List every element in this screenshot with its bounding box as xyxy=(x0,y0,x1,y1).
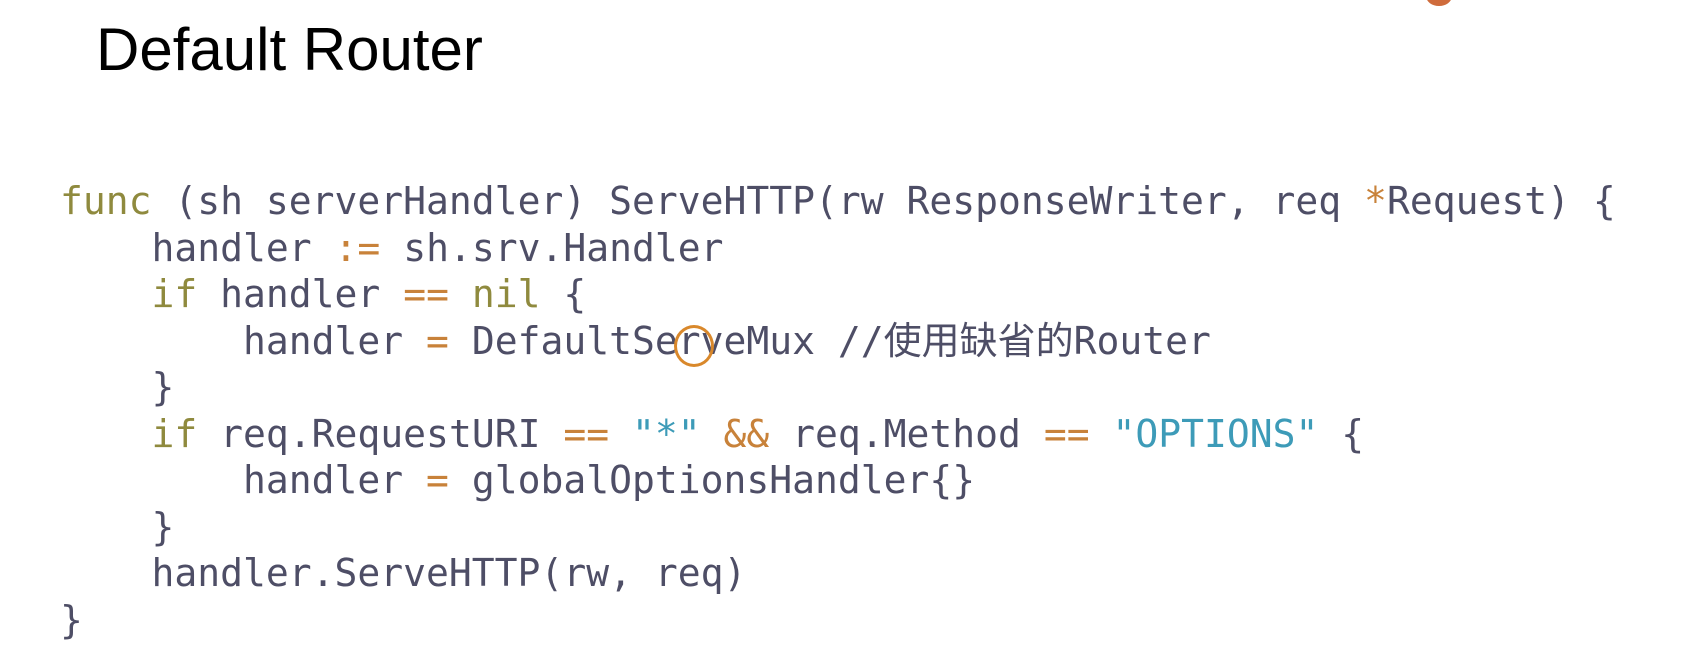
code-line: } xyxy=(60,597,1616,644)
code-token: == xyxy=(563,411,610,456)
code-line: handler.ServeHTTP(rw, req) xyxy=(60,550,1616,597)
code-line: } xyxy=(60,364,1616,411)
code-token: { xyxy=(540,272,587,316)
code-line: func (sh serverHandler) ServeHTTP(rw Res… xyxy=(60,178,1616,225)
code-line: } xyxy=(60,504,1616,551)
code-token: { xyxy=(1318,411,1365,456)
code-block: func (sh serverHandler) ServeHTTP(rw Res… xyxy=(60,178,1616,643)
code-token: if xyxy=(151,272,198,316)
code-token: && xyxy=(723,411,770,456)
code-token: handler xyxy=(60,225,335,270)
code-token xyxy=(449,272,472,316)
code-token: = xyxy=(426,458,449,502)
code-token xyxy=(60,412,152,456)
code-token: := xyxy=(334,225,381,270)
code-token: "*" xyxy=(631,411,701,456)
code-token: DefaultServeMux //使用缺省的Router xyxy=(448,318,1211,363)
code-token: = xyxy=(426,318,449,363)
code-token xyxy=(701,412,724,456)
code-line: if handler == nil { xyxy=(60,271,1616,318)
pointer-dot-icon xyxy=(1426,0,1452,6)
code-line: handler := sh.srv.Handler xyxy=(60,225,1616,272)
code-token: } xyxy=(60,504,175,549)
code-token: (sh serverHandler) ServeHTTP(rw Response… xyxy=(151,179,1365,223)
code-token: handler.ServeHTTP(rw, req) xyxy=(60,551,747,595)
code-token: == xyxy=(1043,411,1090,456)
code-token: sh.srv.Handler xyxy=(380,225,724,270)
code-line: handler = DefaultServeMux //使用缺省的Router xyxy=(60,318,1616,365)
code-token: } xyxy=(60,365,175,409)
code-line: if req.RequestURI == "*" && req.Method =… xyxy=(60,411,1616,458)
code-token: "OPTIONS" xyxy=(1112,411,1319,456)
code-token: handler xyxy=(60,458,427,502)
code-token: Request) { xyxy=(1386,179,1616,223)
code-line: handler = globalOptionsHandler{} xyxy=(60,457,1616,504)
code-token xyxy=(60,272,152,316)
code-token xyxy=(609,412,632,456)
code-token: == xyxy=(403,272,449,316)
code-token: func xyxy=(60,179,152,223)
code-token: handler xyxy=(197,272,404,316)
code-token: * xyxy=(1364,179,1387,223)
code-token: nil xyxy=(471,272,541,316)
code-token: globalOptionsHandler{} xyxy=(448,458,976,502)
code-token: handler xyxy=(60,318,427,363)
code-token: req.Method xyxy=(769,411,1044,456)
code-token: req.RequestURI xyxy=(197,411,564,456)
slide-title: Default Router xyxy=(96,16,483,83)
code-token xyxy=(1090,412,1113,456)
code-token: if xyxy=(151,411,198,456)
code-token: } xyxy=(60,597,83,642)
